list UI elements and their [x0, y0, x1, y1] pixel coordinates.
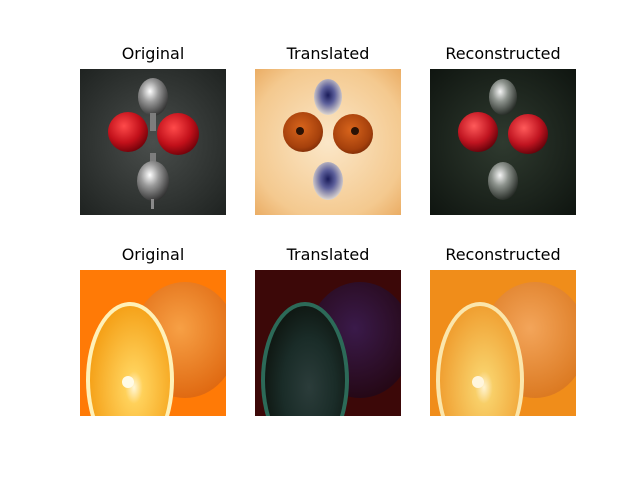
row2-col3-title: Reconstructed [445, 245, 561, 264]
row2-col2-title: Translated [286, 245, 370, 264]
row1-col2-title: Translated [286, 44, 370, 63]
row1-translated-image [255, 69, 401, 215]
row1-reconstructed-image [430, 69, 576, 215]
row2-original-image [80, 270, 226, 416]
row2-reconstructed-image [430, 270, 576, 416]
row2-col1-title: Original [121, 245, 185, 264]
row1-original-image [80, 69, 226, 215]
row2-translated-image [255, 270, 401, 416]
row1-col3-title: Reconstructed [445, 44, 561, 63]
row1-col1-title: Original [121, 44, 185, 63]
